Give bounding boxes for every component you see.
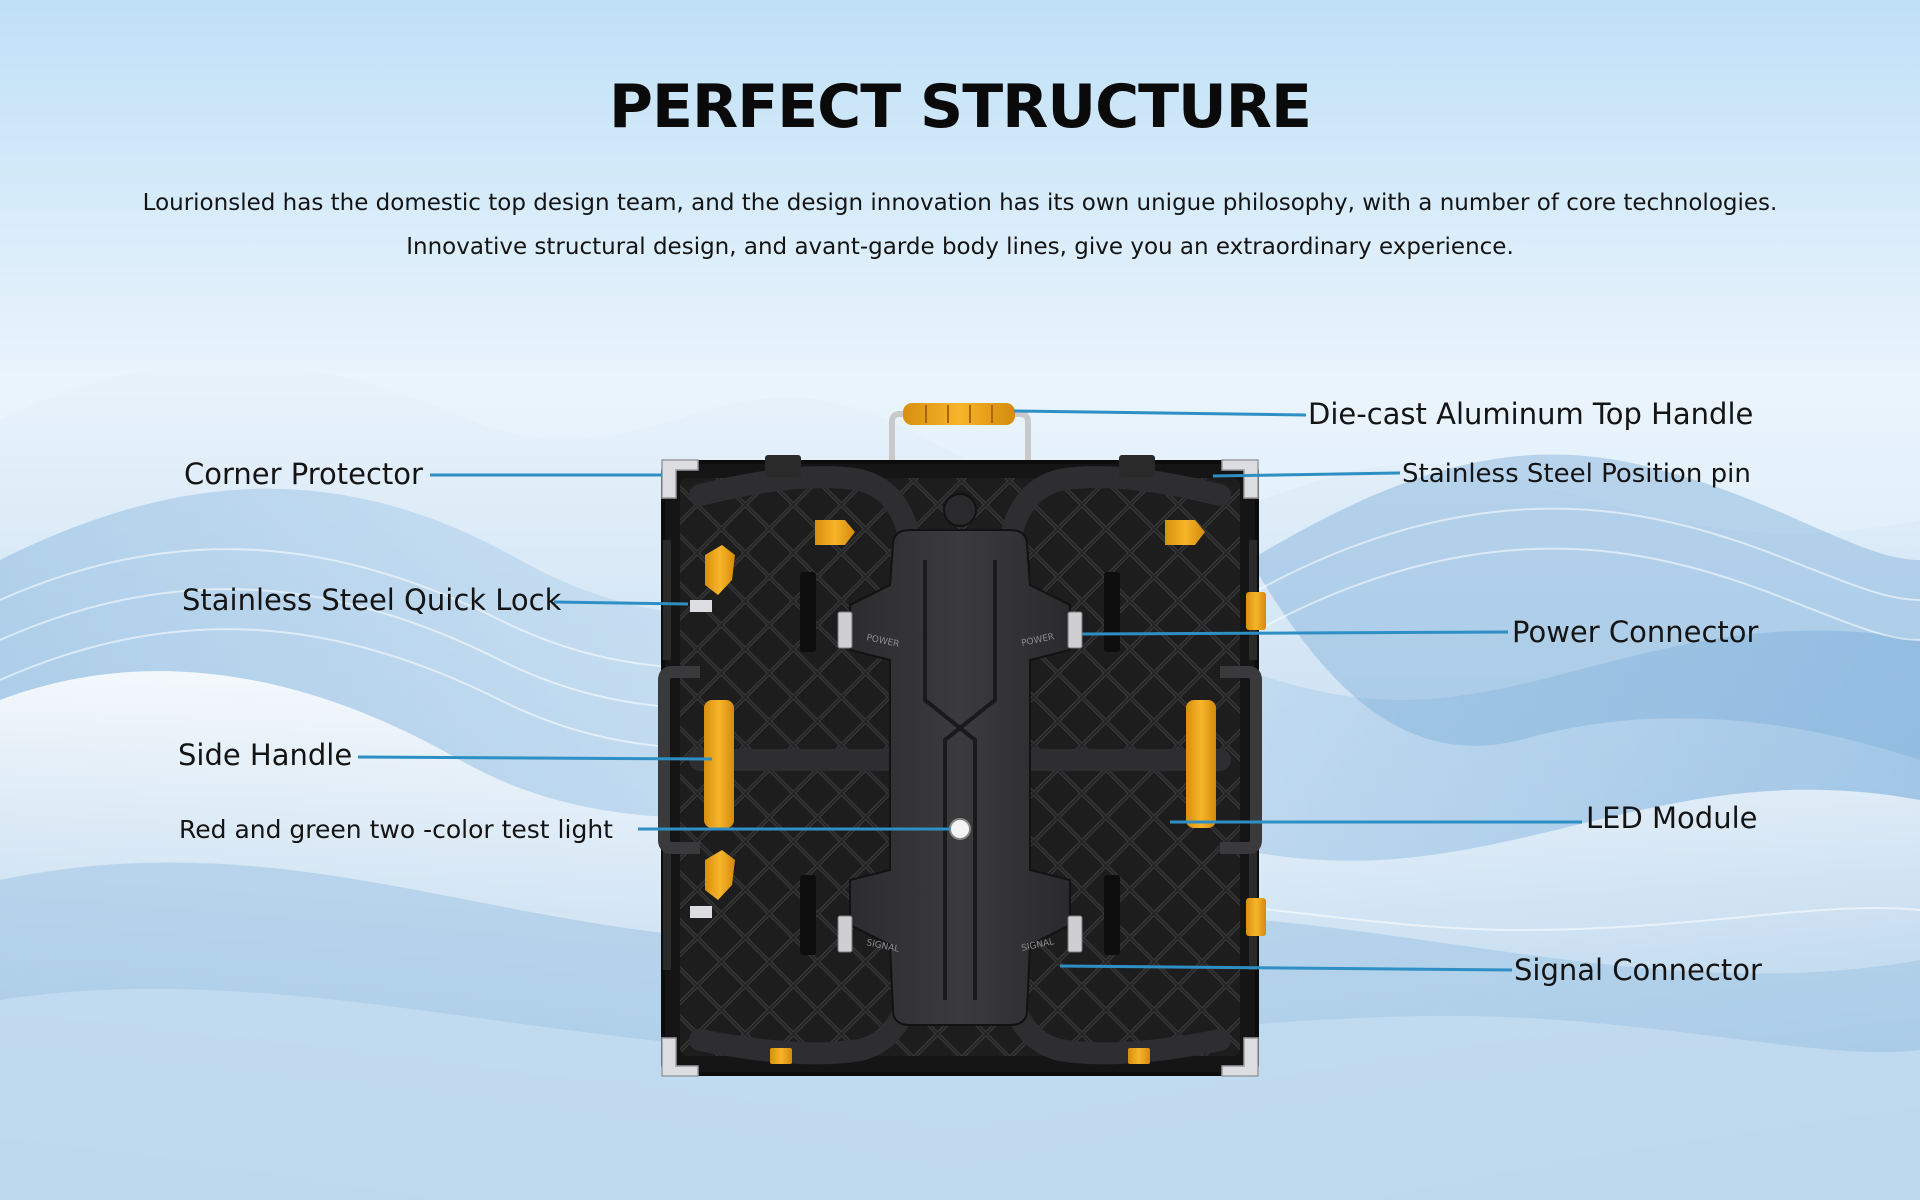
- label-power-connector: Power Connector: [1512, 615, 1759, 649]
- leader-line-quick-lock: [553, 600, 689, 606]
- top-handle: [889, 403, 1031, 470]
- leader-line-position-pin: [1212, 471, 1401, 478]
- label-position-pin: Stainless Steel Position pin: [1402, 459, 1751, 489]
- label-side-handle: Side Handle: [178, 738, 353, 772]
- description-line-2: Innovative structural design, and avant-…: [406, 234, 1514, 260]
- leader-line-top-handle: [1013, 409, 1307, 417]
- page-title: PERFECT STRUCTURE: [609, 72, 1312, 142]
- label-signal-connector: Signal Connector: [1514, 953, 1762, 987]
- leader-line-signal-connector: [1059, 964, 1513, 972]
- label-quick-lock: Stainless Steel Quick Lock: [182, 583, 562, 617]
- description-line-1: Lourionsled has the domestic top design …: [142, 190, 1778, 216]
- label-corner-protector: Corner Protector: [184, 457, 423, 491]
- leader-line-side-handle: [357, 755, 713, 761]
- label-test-light: Red and green two -color test light: [179, 815, 613, 844]
- corner-protectors: [661, 459, 1259, 1077]
- led-cabinet-illustration: POWER POWER SIGNAL SIGNAL: [658, 403, 1266, 1077]
- label-led-module: LED Module: [1586, 801, 1758, 835]
- label-top-handle: Die-cast Aluminum Top Handle: [1308, 397, 1754, 431]
- leader-line-power-connector: [1081, 630, 1509, 636]
- quick-locks: [705, 520, 1266, 1064]
- central-spine: [849, 493, 1071, 1026]
